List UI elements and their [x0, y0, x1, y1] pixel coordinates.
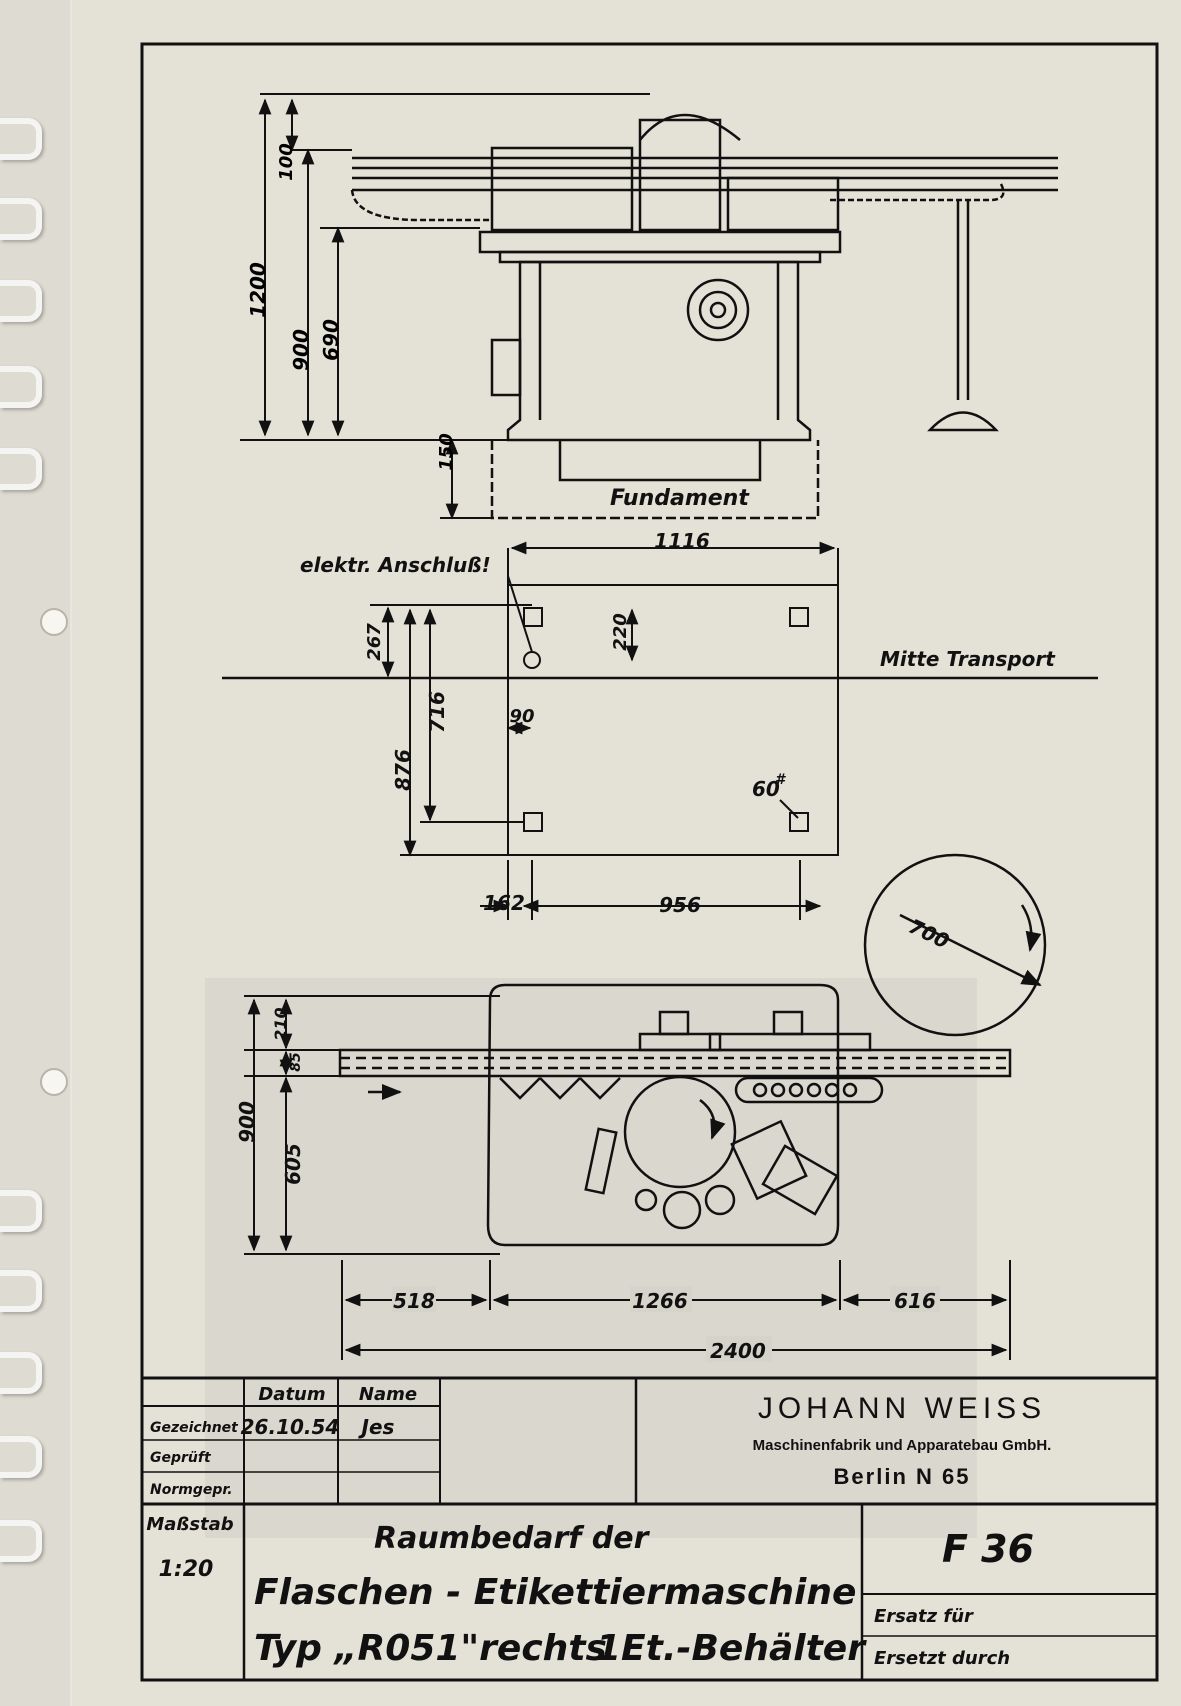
binder-ring — [0, 366, 42, 408]
title-line-2: Flaschen - Etikettiermaschine — [254, 1572, 856, 1613]
binder-strip — [0, 0, 70, 1706]
punch-hole — [40, 608, 68, 636]
binder-ring — [0, 1352, 42, 1394]
binder-ring — [0, 1436, 42, 1478]
label-mitte-transport: Mitte Transport — [880, 647, 1056, 671]
company-city: Berlin N 65 — [834, 1464, 971, 1489]
dim-bg — [630, 1286, 692, 1312]
dim-2400: 2400 — [710, 1339, 766, 1363]
binder-ring — [0, 280, 42, 322]
title-line-3: Typ „R051"rechts — [254, 1628, 607, 1669]
dim-1266: 1266 — [632, 1289, 688, 1313]
drawn-date: 26.10.54 — [241, 1415, 340, 1439]
foundation-plan — [222, 541, 1098, 920]
drawing-frame — [140, 42, 1159, 1682]
label-fundament: Fundament — [610, 486, 750, 511]
dim-220: 220 — [610, 613, 631, 651]
dim-90: 90 — [509, 706, 534, 727]
scale-label: Maßstab — [146, 1514, 233, 1535]
dim-bg — [890, 1286, 940, 1312]
dim-518: 518 — [393, 1289, 435, 1313]
dim-1116: 1116 — [654, 529, 710, 553]
dim-900: 900 — [289, 329, 313, 371]
dim-716: 716 — [425, 691, 449, 733]
dim-1200: 1200 — [246, 262, 270, 318]
drawing-number: F 36 — [942, 1527, 1034, 1571]
dim-150: 150 — [436, 433, 457, 471]
company-subtitle: Maschinenfabrik und Apparatebau GmbH. — [753, 1437, 1052, 1454]
company-name: JOHANN WEISS — [758, 1392, 1046, 1425]
top-dimensions — [244, 995, 1011, 1360]
dim-876: 876 — [391, 749, 415, 791]
dim-956: 956 — [659, 893, 701, 917]
punch-hole — [40, 1068, 68, 1096]
dim-690: 690 — [319, 319, 343, 361]
col-name: Name — [359, 1384, 417, 1405]
dim-60-hash: # — [775, 772, 786, 788]
drawn-name: Jes — [358, 1415, 395, 1439]
background-photo — [205, 978, 977, 1538]
title-block — [142, 1376, 1157, 1680]
title-line-1: Raumbedarf der — [374, 1521, 651, 1556]
dim-700: 700 — [905, 914, 953, 953]
row-normgepr: Normgepr. — [150, 1482, 233, 1498]
col-datum: Datum — [258, 1384, 325, 1405]
side-dimensions — [240, 93, 650, 520]
dim-162: 162 — [483, 891, 525, 915]
scale-value: 1:20 — [159, 1557, 214, 1582]
top-view — [338, 853, 1047, 1247]
dim-900-top: 900 — [235, 1101, 259, 1143]
dim-bg — [392, 1286, 436, 1312]
label-elektr: elektr. Anschluß! — [300, 553, 491, 577]
ersetzt-durch: Ersetzt durch — [874, 1648, 1010, 1669]
binder-ring — [0, 1190, 42, 1232]
title-line-3b: 1Et.-Behälter — [596, 1628, 867, 1669]
row-geprueft: Geprüft — [150, 1450, 212, 1466]
side-view — [350, 113, 1058, 520]
dim-60: 60 — [752, 777, 780, 801]
dim-85: 85 — [288, 1052, 304, 1072]
binder-ring — [0, 1520, 42, 1562]
dim-bg — [706, 1336, 772, 1362]
binder-ring — [0, 448, 42, 490]
dim-616: 616 — [894, 1289, 936, 1313]
dim-267: 267 — [364, 623, 385, 661]
dim-100: 100 — [276, 143, 297, 181]
ersatz-fuer: Ersatz für — [874, 1606, 974, 1627]
binder-ring — [0, 1270, 42, 1312]
dim-210: 210 — [271, 1007, 290, 1040]
binder-ring — [0, 198, 42, 240]
row-gezeichnet: Gezeichnet — [150, 1420, 239, 1436]
binder-ring — [0, 118, 42, 160]
dim-605: 605 — [281, 1143, 305, 1185]
